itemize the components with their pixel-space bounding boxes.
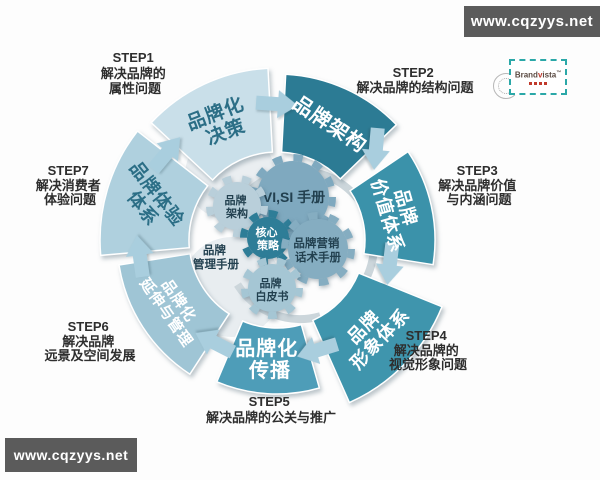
gear-marketing-script-icon: 品牌营销 话术手册 — [281, 212, 355, 286]
svg-text:品牌 架构: 品牌 架构 — [224, 193, 249, 220]
arrow-step6-to-step7-icon — [125, 235, 154, 278]
arrow-step1-to-step2-icon — [255, 90, 298, 119]
step7-caption: STEP7 解决消费者 体验问题 — [35, 163, 105, 207]
logo-subtext-marks — [529, 81, 547, 85]
segment-step7-brand-experience — [99, 129, 209, 257]
watermark-top-right: www.cqzyys.net — [464, 6, 600, 37]
arrow-step7-to-step1-icon — [147, 137, 181, 174]
segment-label-step3: 品牌 价值体系 — [367, 171, 427, 255]
step5-caption: STEP5 解决品牌的公关与推广 — [205, 394, 336, 425]
segment-step4-brand-image-system — [311, 272, 443, 404]
gear-white-paper-icon: 品牌 白皮书 — [241, 257, 303, 319]
watermark-text: www.cqzyys.net — [13, 447, 129, 463]
logo-wordmark: Brandvista™ — [514, 70, 562, 80]
svg-text:VI,SI 手册: VI,SI 手册 — [263, 189, 325, 205]
step2-caption: STEP2 解决品牌的结构问题 — [355, 65, 474, 95]
segment-step5-brand-communication — [215, 320, 321, 395]
segment-step3-brand-value-system — [348, 150, 436, 266]
arrow-step4-to-step5-icon — [296, 337, 340, 364]
svg-text:品牌营销 话术手册: 品牌营销 话术手册 — [293, 236, 342, 264]
arrow-step2-to-step3-icon — [361, 127, 390, 170]
brandvista-logo: Brandvista™ — [509, 59, 567, 95]
arrow-step5-to-step6-icon — [195, 329, 236, 359]
arrow-step3-to-step4-icon — [375, 242, 404, 285]
step6-caption: STEP6 解决品牌 远景及空间发展 — [44, 319, 136, 363]
step1-caption: STEP1 解决品牌的 属性问题 — [100, 50, 170, 96]
hub-label-brand-management-manual: 品牌 管理手册 — [193, 243, 239, 271]
gear-brand-architecture-icon: 品牌 架构 — [206, 175, 268, 237]
watermark-text: www.cqzyys.net — [470, 13, 594, 30]
step4-caption: STEP4 解决品牌的 视觉形象问题 — [389, 328, 468, 372]
segment-label-step5: 品牌化 传播 — [235, 336, 305, 382]
svg-text:核心 策略: 核心 策略 — [255, 225, 280, 252]
watermark-bottom-left: www.cqzyys.net — [5, 438, 137, 472]
svg-text:品牌 白皮书: 品牌 白皮书 — [256, 276, 289, 303]
segment-step1-brand-decision — [150, 67, 274, 182]
step3-caption: STEP3 解决品牌价值 与内涵问题 — [437, 163, 520, 207]
